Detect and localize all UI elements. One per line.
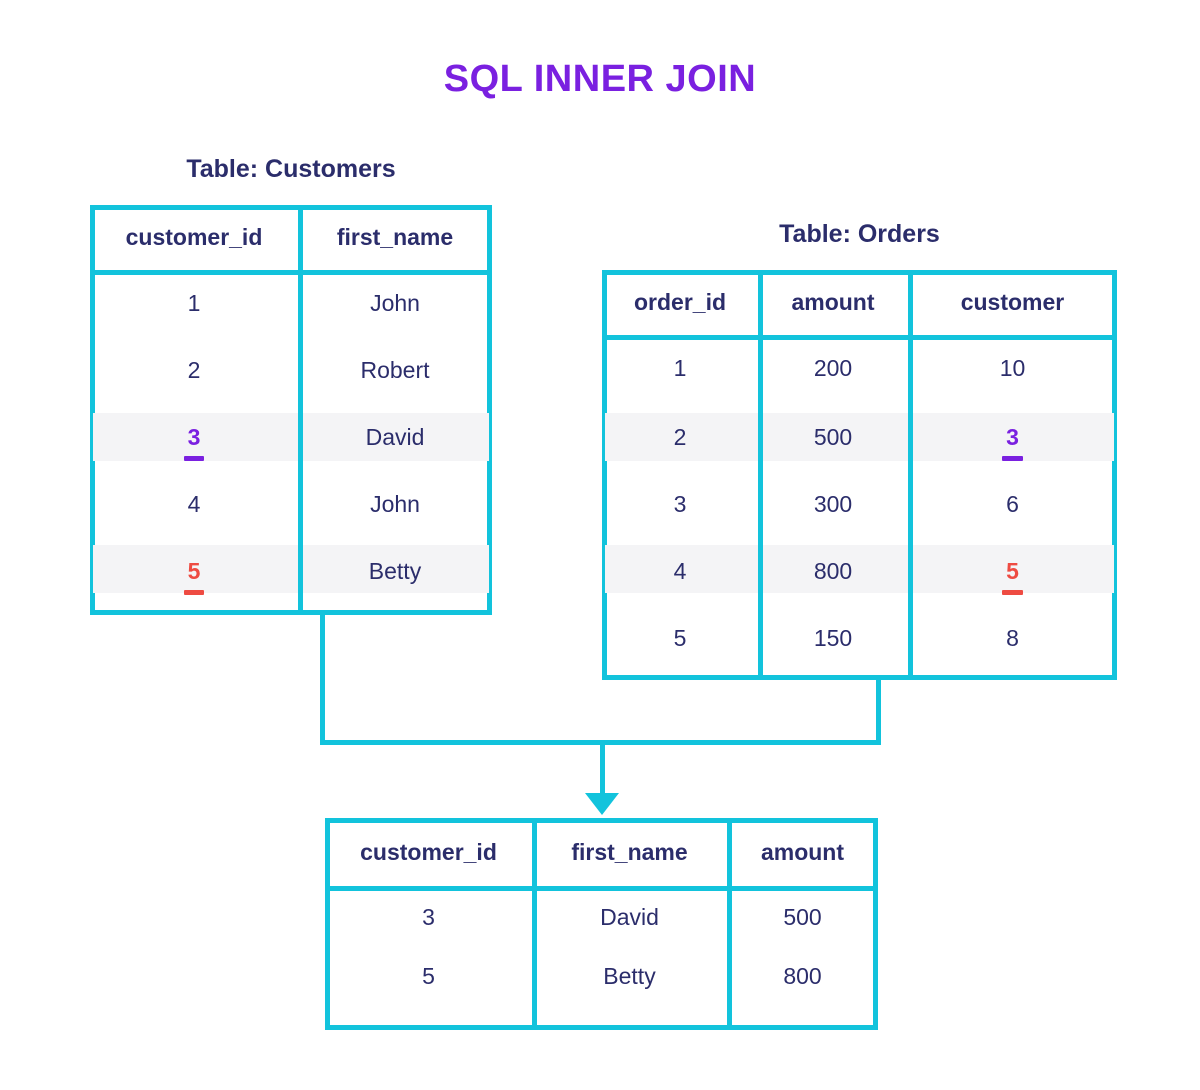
orders-header-customer: customer bbox=[960, 289, 1065, 315]
orders-cell-customer-key: 5 bbox=[908, 538, 1117, 604]
customers-cell-name: John bbox=[370, 490, 420, 517]
customers-column-divider bbox=[298, 210, 303, 610]
orders-cell-amount: 800 bbox=[813, 557, 853, 584]
customers-header-divider bbox=[95, 270, 487, 275]
customers-highlight-row-3 bbox=[93, 413, 489, 461]
customers-highlight-row-5 bbox=[93, 545, 489, 593]
result-table bbox=[325, 818, 878, 1030]
customers-cell-name: David bbox=[365, 423, 425, 450]
orders-key-3: 3 bbox=[1002, 423, 1023, 461]
result-cell-amount: 500 bbox=[783, 903, 822, 930]
result-header-customer_id: customer_id bbox=[360, 838, 497, 865]
orders-cell-customer-key: 3 bbox=[908, 404, 1117, 470]
customers-table bbox=[90, 205, 492, 615]
orders-cell-order_id: 2 bbox=[673, 423, 687, 450]
result-header-first_name: first_name bbox=[571, 838, 688, 865]
orders-column-divider-2 bbox=[908, 275, 913, 675]
page-title: SQL INNER JOIN bbox=[443, 58, 757, 100]
orders-table bbox=[602, 270, 1117, 680]
result-cell-first_name: Betty bbox=[603, 962, 656, 989]
orders-cell-order_id: 3 bbox=[673, 490, 687, 517]
customers-cell-id: 1 bbox=[187, 289, 201, 316]
orders-cell-amount: 300 bbox=[813, 490, 853, 517]
orders-cell-customer: 10 bbox=[999, 354, 1026, 381]
arrow-down-icon bbox=[585, 793, 619, 815]
result-header-divider bbox=[330, 886, 873, 891]
orders-highlight-row-4 bbox=[605, 545, 1114, 593]
customers-header-first_name: first_name bbox=[336, 224, 454, 250]
orders-header-divider bbox=[607, 335, 1112, 340]
orders-header-order_id: order_id bbox=[633, 289, 727, 315]
customers-cell-name: John bbox=[370, 289, 420, 316]
orders-cell-order_id: 5 bbox=[673, 624, 687, 651]
orders-cell-amount: 200 bbox=[813, 354, 853, 381]
result-header-amount: amount bbox=[760, 838, 845, 865]
customers-cell-id: 2 bbox=[187, 356, 201, 383]
result-column-divider-2 bbox=[727, 823, 732, 1025]
customers-cell-name: Betty bbox=[368, 557, 422, 584]
orders-cell-order_id: 4 bbox=[673, 557, 687, 584]
orders-highlight-row-2 bbox=[605, 413, 1114, 461]
connector-arrow-stem bbox=[600, 740, 605, 795]
customers-table-caption: Table: Customers bbox=[186, 155, 396, 183]
result-column-divider-1 bbox=[532, 823, 537, 1025]
customers-cell-id-key: 5 bbox=[90, 538, 298, 604]
result-cell-customer_id: 3 bbox=[422, 903, 435, 930]
orders-header-amount: amount bbox=[791, 289, 875, 315]
customers-cell-id: 4 bbox=[187, 490, 201, 517]
orders-key-5: 5 bbox=[1002, 557, 1023, 595]
customers-cell-id-key: 3 bbox=[90, 404, 298, 470]
connector-left-vertical bbox=[320, 615, 325, 745]
result-cell-first_name: David bbox=[600, 903, 659, 930]
orders-cell-amount: 500 bbox=[813, 423, 853, 450]
orders-cell-order_id: 1 bbox=[673, 354, 687, 381]
orders-cell-customer: 8 bbox=[1006, 624, 1019, 651]
result-cell-customer_id: 5 bbox=[422, 962, 435, 989]
customers-cell-name: Robert bbox=[360, 356, 430, 383]
orders-cell-customer: 6 bbox=[1006, 490, 1019, 517]
orders-table-caption: Table: Orders bbox=[779, 220, 940, 248]
customers-key-5: 5 bbox=[183, 557, 205, 595]
orders-column-divider-1 bbox=[758, 275, 763, 675]
customers-key-3: 3 bbox=[183, 423, 205, 461]
result-cell-amount: 800 bbox=[783, 962, 822, 989]
customers-header-customer_id: customer_id bbox=[125, 224, 263, 250]
orders-cell-amount: 150 bbox=[813, 624, 853, 651]
connector-right-vertical bbox=[876, 680, 881, 745]
